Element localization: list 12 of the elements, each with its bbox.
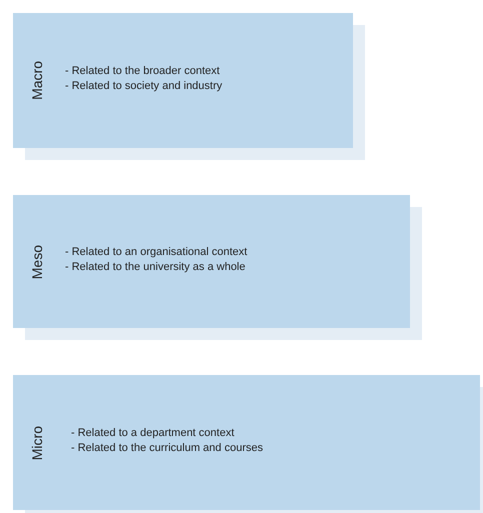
bullet-text: - Related to the curriculum and courses [71,440,263,456]
bullet-text: - Related to an organisational context [65,244,248,260]
level-box [13,13,353,148]
bullet-text: - Related to the broader context [65,64,220,78]
bullet-text: - Related to a department context [71,426,234,440]
bullet-text: - Related to the university as a whole [65,260,246,274]
bullet-text: - Related to society and industry [65,78,222,94]
level-box [13,195,410,328]
level-box [13,375,480,510]
level-heading: Micro [29,426,45,460]
level-heading: Meso [29,244,45,279]
level-heading: Macro [29,61,45,100]
